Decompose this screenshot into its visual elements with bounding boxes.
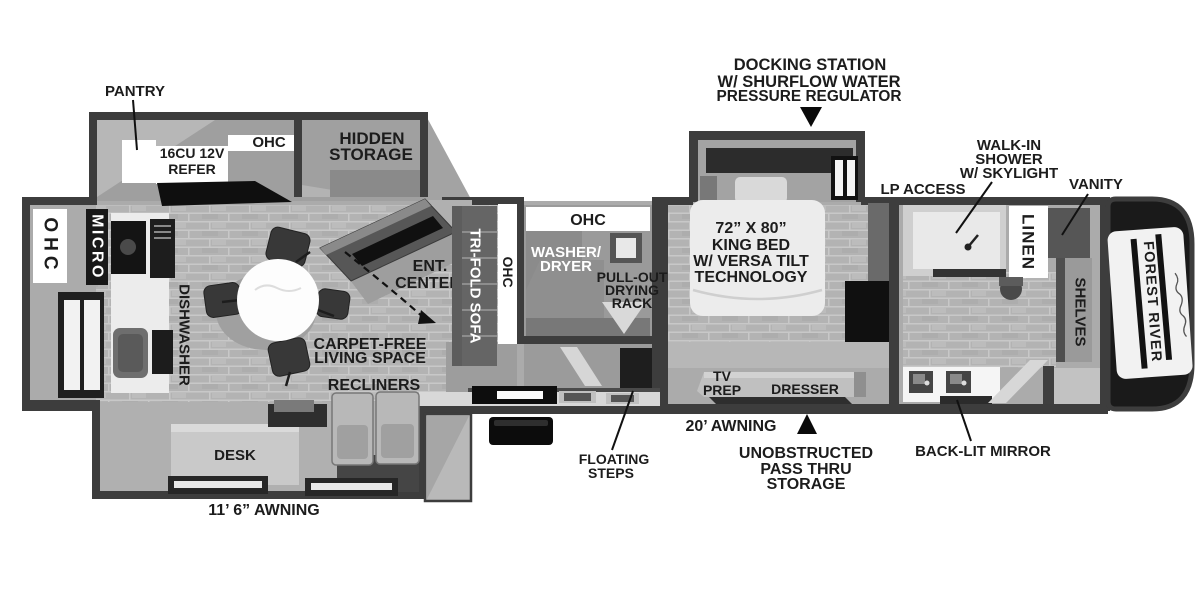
svg-text:W/ SKYLIGHT: W/ SKYLIGHT xyxy=(960,165,1058,182)
svg-text:PULL-OUT: PULL-OUT xyxy=(597,269,668,285)
svg-text:ENT.: ENT. xyxy=(413,258,448,275)
svg-text:PRESSURE REGULATOR: PRESSURE REGULATOR xyxy=(717,88,902,105)
svg-text:UNOBSTRUCTED: UNOBSTRUCTED xyxy=(739,445,873,462)
svg-text:11’ 6” AWNING: 11’ 6” AWNING xyxy=(208,502,319,519)
svg-text:TV: TV xyxy=(713,368,732,384)
svg-text:20’ AWNING: 20’ AWNING xyxy=(686,418,777,435)
svg-text:RACK: RACK xyxy=(612,295,652,311)
svg-text:STEPS: STEPS xyxy=(588,465,634,481)
svg-text:W/ SHURFLOW WATER: W/ SHURFLOW WATER xyxy=(718,73,901,91)
svg-text:TRI-FOLD SOFA: TRI-FOLD SOFA xyxy=(467,229,484,344)
svg-text:DESK: DESK xyxy=(214,447,256,464)
svg-text:W/ VERSA TILT: W/ VERSA TILT xyxy=(693,253,809,270)
svg-text:SHOWER: SHOWER xyxy=(975,151,1043,168)
svg-text:FLOATING: FLOATING xyxy=(579,451,650,467)
svg-text:OHC: OHC xyxy=(252,134,286,151)
svg-text:PANTRY: PANTRY xyxy=(105,83,165,100)
svg-text:LINEN: LINEN xyxy=(1019,214,1038,270)
svg-text:16CU 12V: 16CU 12V xyxy=(160,145,225,161)
svg-text:PREP: PREP xyxy=(703,382,741,398)
svg-text:HIDDEN: HIDDEN xyxy=(339,129,404,148)
svg-text:STORAGE: STORAGE xyxy=(329,145,413,164)
svg-text:VANITY: VANITY xyxy=(1069,176,1123,193)
svg-text:72” X 80”: 72” X 80” xyxy=(715,220,786,237)
svg-text:DRESSER: DRESSER xyxy=(771,381,839,397)
svg-text:MICRO: MICRO xyxy=(89,214,106,280)
svg-text:RECLINERS: RECLINERS xyxy=(328,377,421,394)
svg-text:DRYER: DRYER xyxy=(540,258,592,275)
svg-text:DRYING: DRYING xyxy=(605,282,659,298)
svg-text:OHC: OHC xyxy=(40,217,61,274)
svg-text:STORAGE: STORAGE xyxy=(767,476,846,493)
svg-text:TECHNOLOGY: TECHNOLOGY xyxy=(695,269,808,286)
svg-text:LP ACCESS: LP ACCESS xyxy=(880,181,965,198)
svg-text:BACK-LIT MIRROR: BACK-LIT MIRROR xyxy=(915,443,1051,460)
svg-text:OHC: OHC xyxy=(570,212,606,229)
svg-text:OHC: OHC xyxy=(500,256,516,287)
svg-text:CENTER: CENTER xyxy=(395,275,461,292)
svg-text:LIVING SPACE: LIVING SPACE xyxy=(314,350,426,367)
svg-text:WALK-IN: WALK-IN xyxy=(977,137,1041,154)
svg-text:DOCKING STATION: DOCKING STATION xyxy=(734,56,886,74)
svg-text:REFER: REFER xyxy=(168,161,215,177)
svg-text:DISHWASHER: DISHWASHER xyxy=(176,284,193,386)
svg-text:KING BED: KING BED xyxy=(712,237,790,254)
svg-text:PASS THRU: PASS THRU xyxy=(760,461,851,478)
svg-text:WASHER/: WASHER/ xyxy=(531,244,602,261)
svg-text:CARPET-FREE: CARPET-FREE xyxy=(314,336,427,353)
svg-text:SHELVES: SHELVES xyxy=(1072,278,1089,347)
